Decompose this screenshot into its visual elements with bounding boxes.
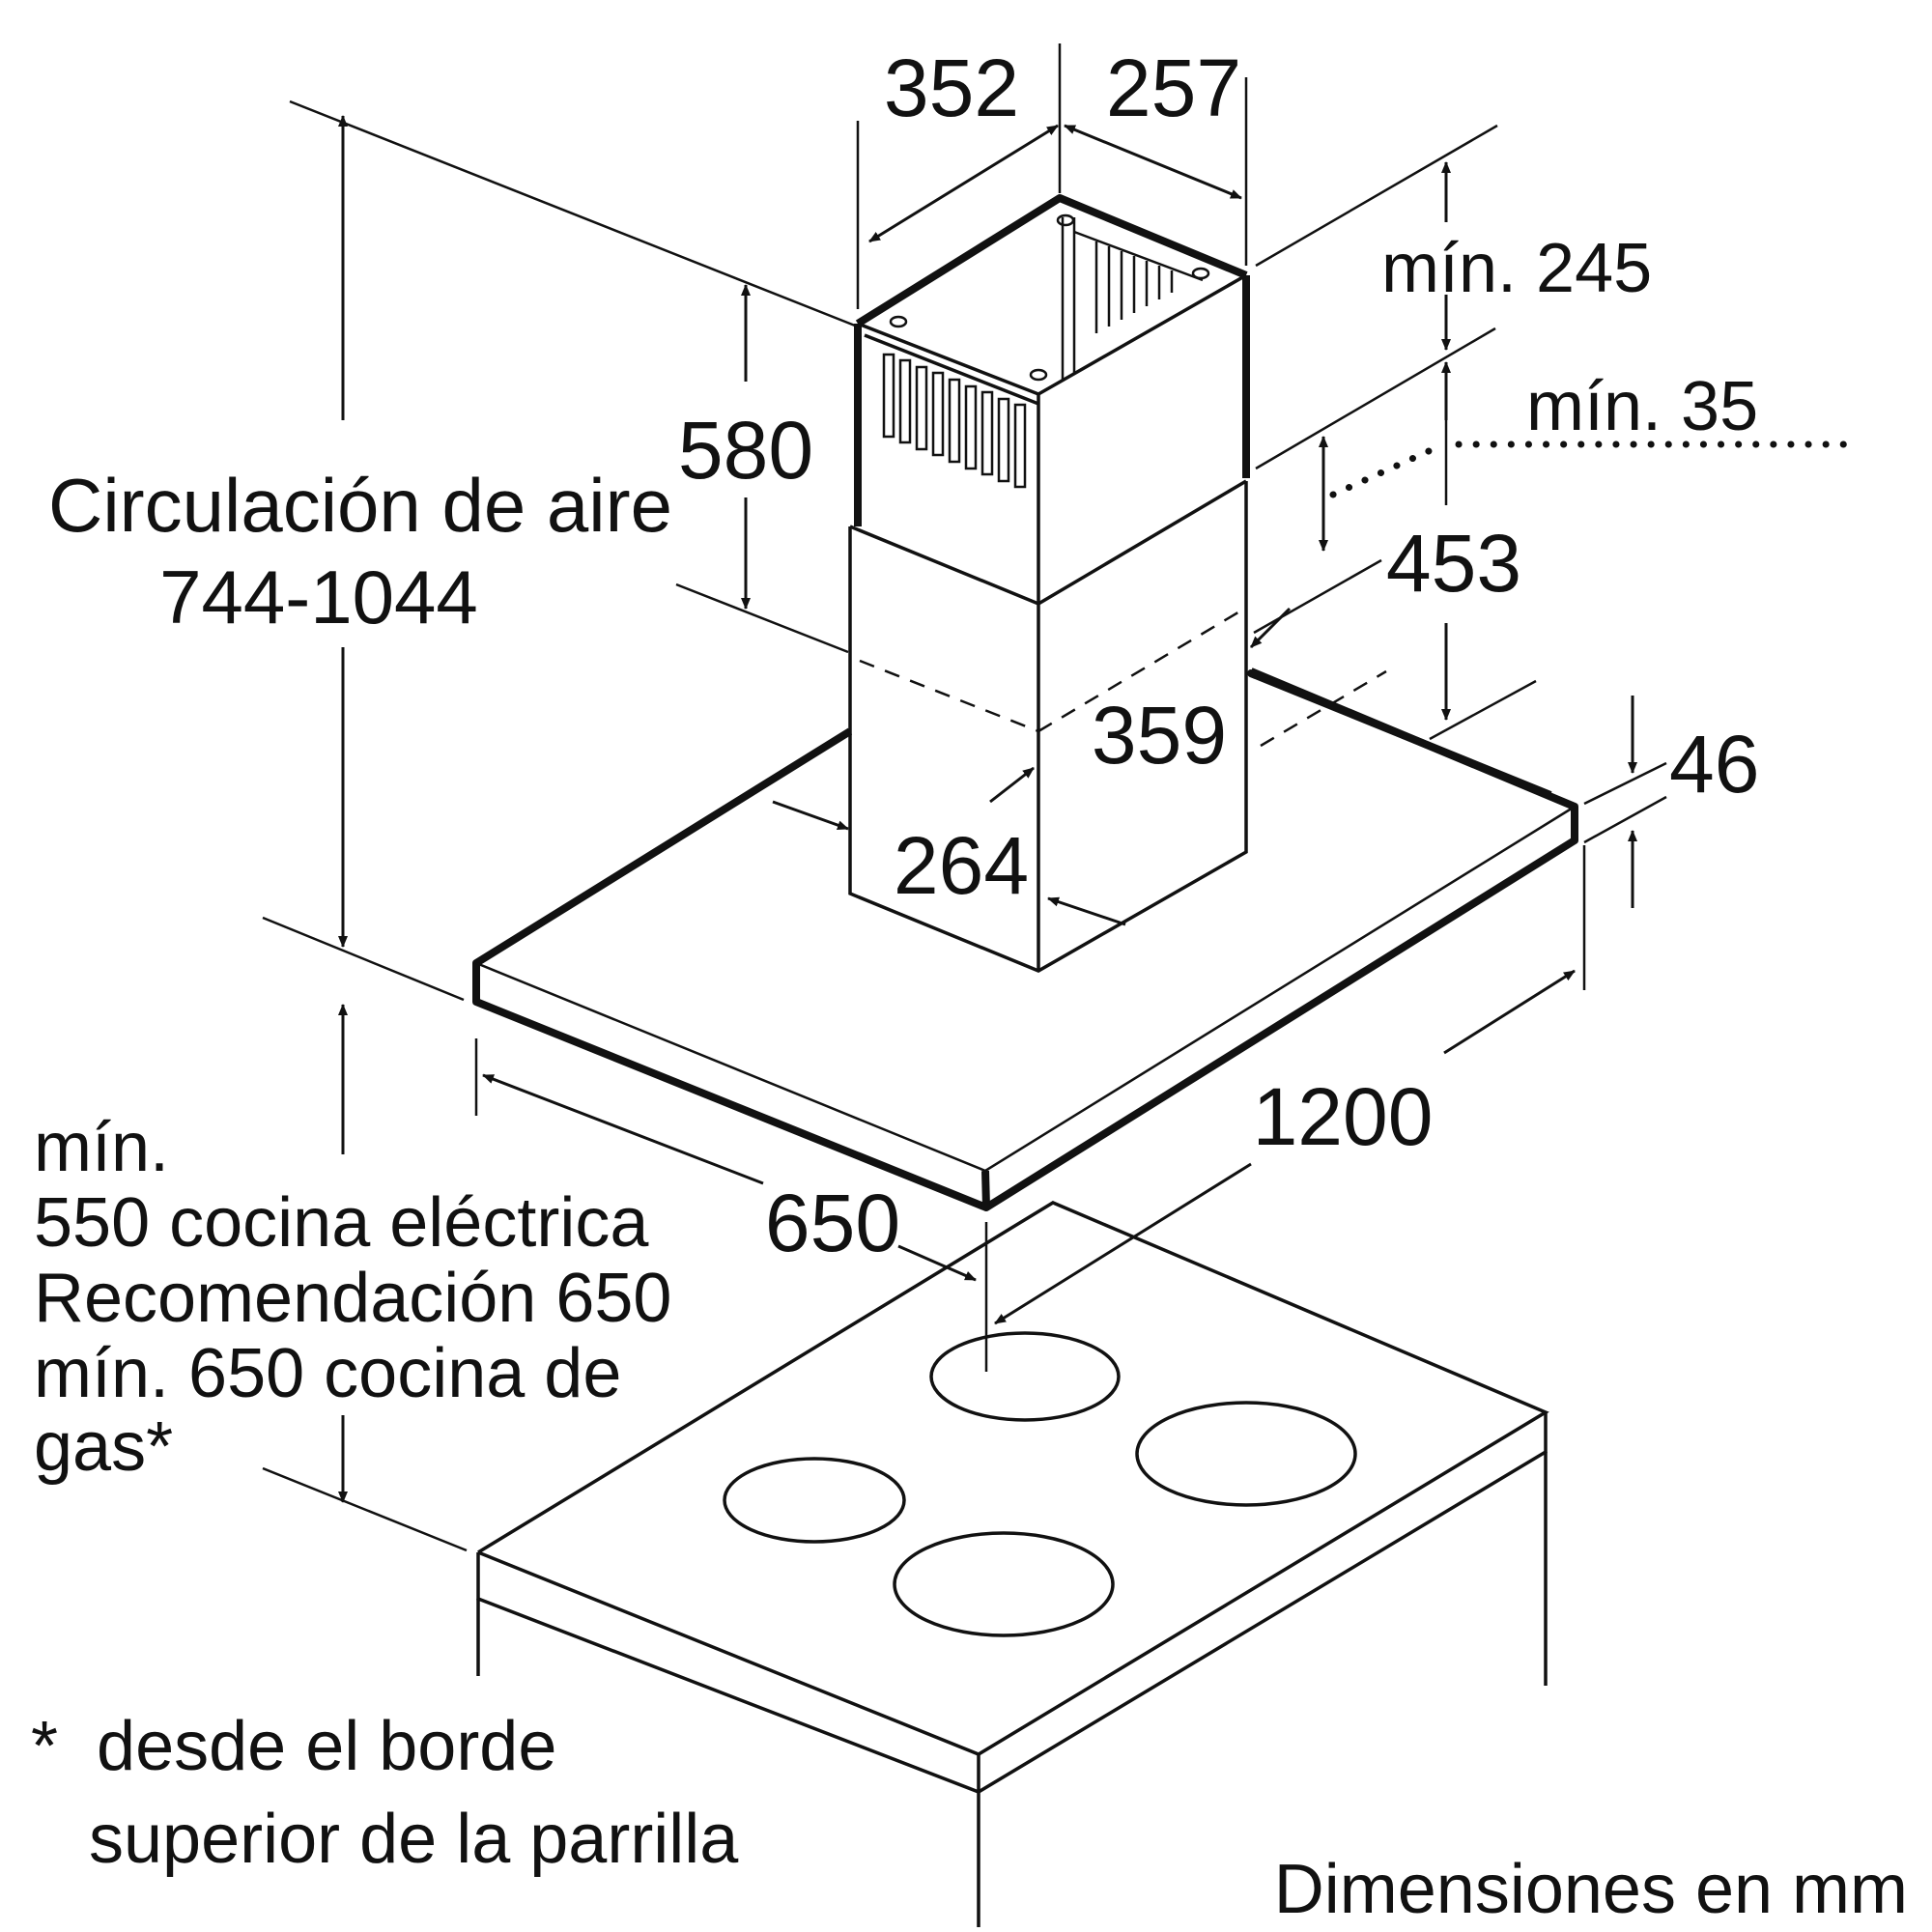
dim-canopy-thickness: 46	[1669, 719, 1759, 810]
dim-min-overlap: mín. 35	[1526, 368, 1758, 445]
dim-upper-chimney-height: 580	[678, 405, 813, 496]
mounting-height-line1: mín.	[34, 1109, 169, 1186]
burner-right	[1135, 1401, 1357, 1507]
cooktop	[476, 1201, 1549, 1927]
burner-front	[893, 1531, 1115, 1637]
upper-chimney	[854, 194, 1250, 604]
dim-lower-chimney-depth: 264	[894, 820, 1029, 911]
lower-chimney	[848, 479, 1248, 973]
dim-chimney-depth: 352	[884, 43, 1019, 133]
dim-chimney-width: 257	[1106, 43, 1241, 133]
dim-lower-chimney-width: 359	[1092, 690, 1227, 781]
footnote-line2: superior de la parrilla	[89, 1801, 739, 1878]
dim-min-ceiling-gap: mín. 245	[1381, 230, 1652, 307]
air-circulation-range: 744-1044	[159, 554, 478, 639]
units-note: Dimensiones en mm	[1274, 1851, 1908, 1928]
dim-hood-width: 1200	[1253, 1071, 1434, 1162]
burner-back	[929, 1331, 1121, 1422]
mounting-height-line3: Recomendación 650	[34, 1260, 671, 1337]
hood-canopy	[472, 668, 1578, 1211]
dimension-lines	[262, 43, 1859, 1552]
dim-lower-chimney-height: 453	[1386, 518, 1521, 609]
vent-slots	[882, 217, 1204, 489]
burner-left	[723, 1457, 906, 1544]
dim-hood-depth: 650	[765, 1178, 900, 1268]
mounting-height-line2: 550 cocina eléctrica	[34, 1184, 649, 1262]
air-circulation-title: Circulación de aire	[48, 463, 672, 548]
footnote-line1: * desde el borde	[31, 1708, 556, 1785]
mounting-height-line5: gas*	[34, 1408, 173, 1486]
mounting-height-line4: mín. 650 cocina de	[34, 1335, 621, 1412]
